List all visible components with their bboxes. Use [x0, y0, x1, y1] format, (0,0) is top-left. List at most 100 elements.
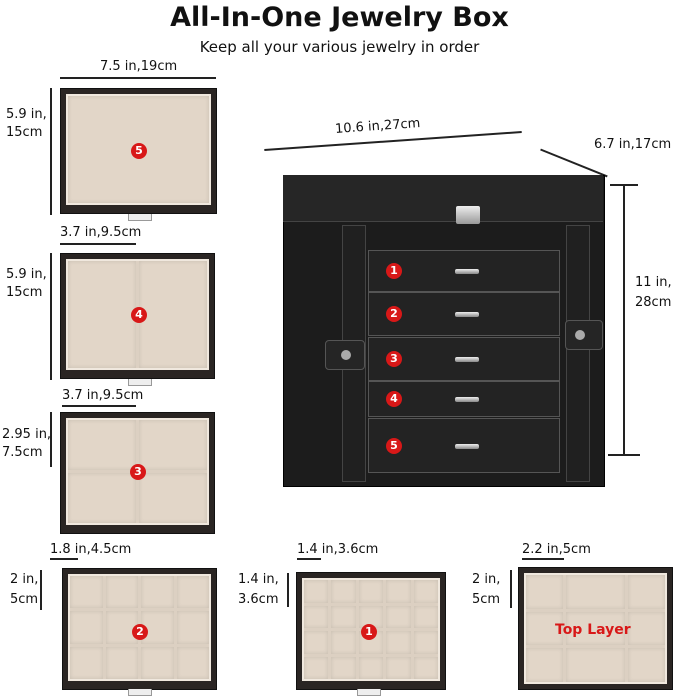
tray-compartment [304, 580, 329, 603]
top-width-line [522, 558, 564, 560]
tray5-width-line [60, 77, 216, 79]
drawer-5-badge: 5 [386, 437, 402, 454]
box-depth-label: 6.7 in,17cm [594, 137, 672, 152]
tray-compartment [331, 605, 356, 628]
tray-compartment [70, 611, 103, 644]
tray-compartment [68, 420, 136, 470]
tray5-badge: 5 [131, 143, 147, 159]
tray-compartment [358, 656, 384, 679]
tray-compartment [139, 261, 207, 368]
top-layer-label: Top Layer [555, 622, 631, 638]
tray-compartment [628, 611, 665, 646]
tray2-height-cm: 5cm [10, 592, 39, 607]
top-layer-tray [518, 567, 673, 690]
box-height-cap-top [610, 184, 638, 186]
lid-clasp [456, 206, 480, 224]
tray2-width-label: 1.8 in,4.5cm [50, 542, 132, 557]
tray4-height-line [50, 253, 52, 380]
tray-compartment [386, 580, 411, 603]
right-snap-button [575, 330, 585, 340]
tray2-badge: 2 [132, 624, 148, 640]
tray-compartment [565, 611, 626, 646]
tray3-badge: 3 [130, 464, 146, 480]
drawer-2-handle[interactable] [455, 312, 479, 317]
drawer-3-badge: 3 [386, 351, 402, 367]
box-width-label: 10.6 in,27cm [334, 116, 421, 137]
tray-compartment [386, 631, 411, 654]
tray-compartment [304, 605, 329, 628]
tray2-height-in: 2 in, [10, 572, 39, 587]
box-height-cm: 28cm [635, 295, 672, 310]
tray-3 [60, 412, 215, 534]
tray-compartment [304, 656, 329, 679]
tray5-height-in: 5.9 in, [6, 107, 47, 122]
tray-compartment [413, 580, 438, 603]
page-subtitle: Keep all your various jewelry in order [199, 38, 480, 56]
box-height-cap-bottom [608, 454, 640, 456]
tray-compartment [176, 646, 209, 679]
tray-compartment [386, 656, 411, 679]
tray4-badge: 4 [131, 307, 147, 323]
top-height-in: 2 in, [472, 572, 501, 587]
tray1-height-line [287, 573, 289, 607]
tray4-pull [128, 379, 152, 386]
tray-compartment [331, 631, 356, 654]
box-height-line [623, 184, 625, 454]
tray-compartment [413, 631, 438, 654]
tray-1 [296, 572, 446, 690]
tray1-height-cm: 3.6cm [238, 592, 279, 607]
tray-compartment [386, 605, 411, 628]
tray-compartment [139, 420, 207, 470]
drawer-3-handle[interactable] [455, 357, 479, 362]
tray2-pull [128, 689, 152, 696]
tray-compartment [70, 576, 103, 609]
tray1-badge: 1 [361, 624, 377, 640]
tray-compartment [358, 580, 384, 603]
tray3-width-line [62, 405, 136, 407]
tray-compartment [176, 576, 209, 609]
page-title: All-In-One Jewelry Box [170, 2, 509, 33]
drawer-4-handle[interactable] [455, 397, 479, 402]
tray-compartment [141, 646, 174, 679]
tray-compartment [68, 473, 136, 523]
tray-2 [62, 568, 217, 690]
tray-compartment [526, 575, 563, 609]
tray5-height-line [50, 88, 52, 215]
tray1-width-line [297, 558, 321, 560]
tray4-width-line [60, 243, 136, 245]
tray4-height-in: 5.9 in, [6, 267, 47, 282]
tray-compartment [70, 646, 103, 679]
drawer-1-handle[interactable] [455, 269, 479, 274]
top-width-label: 2.2 in,5cm [522, 542, 591, 557]
tray-compartment [413, 605, 438, 628]
tray-compartment [68, 261, 136, 368]
box-height-in: 11 in, [635, 275, 672, 290]
tray-compartment [628, 575, 665, 609]
right-door-panel [566, 225, 590, 482]
top-height-line [510, 570, 512, 608]
tray3-height-line [50, 412, 52, 467]
tray-compartment [413, 656, 438, 679]
box-lid [283, 175, 603, 222]
top-height-cm: 5cm [472, 592, 501, 607]
tray4-width-label: 3.7 in,9.5cm [60, 225, 142, 240]
tray5-pull [128, 214, 152, 221]
drawer-1-badge: 1 [386, 263, 402, 279]
left-snap-button [341, 350, 351, 360]
tray-compartment [331, 656, 356, 679]
tray4-height-cm: 15cm [6, 285, 43, 300]
tray3-height-cm: 7.5cm [2, 445, 43, 460]
tray-compartment [176, 611, 209, 644]
tray1-pull [357, 689, 381, 696]
tray-compartment [565, 575, 626, 609]
tray-compartment [526, 611, 563, 646]
tray-compartment [141, 576, 174, 609]
drawer-5-handle[interactable] [455, 443, 479, 449]
tray1-height-in: 1.4 in, [238, 572, 279, 587]
drawer-4-badge: 4 [386, 391, 402, 407]
tray-compartment [105, 576, 138, 609]
tray-compartment [139, 473, 207, 523]
tray-compartment [105, 646, 138, 679]
tray-compartment [526, 648, 563, 682]
